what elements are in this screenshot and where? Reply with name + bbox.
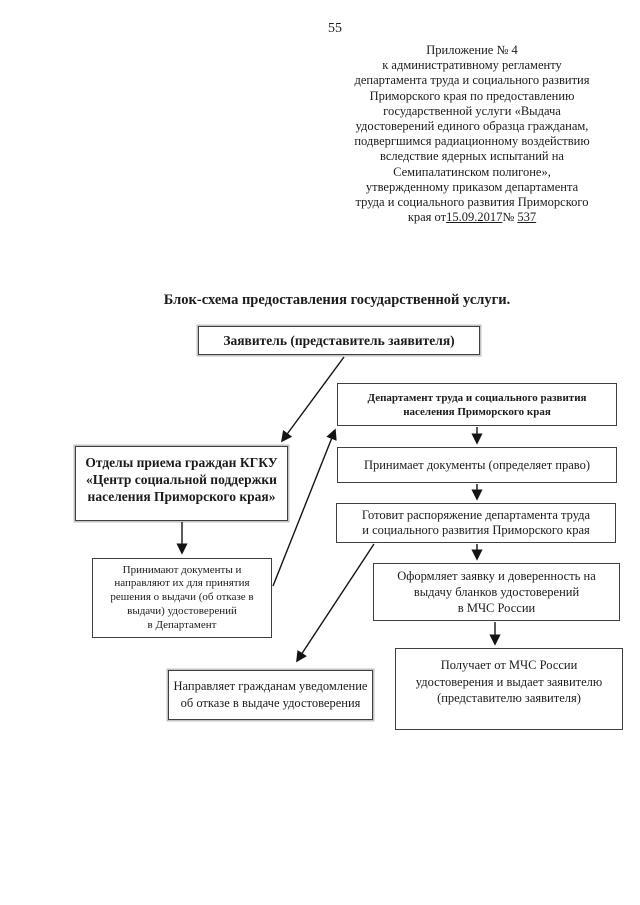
header-line: утвержденному приказом департамента: [365, 179, 579, 194]
order-number: 537: [517, 210, 537, 225]
node-refusal-notice-label: Направляет гражданам уведомление об отка…: [173, 679, 368, 710]
node-department-label: Департамент труда и социального развития…: [367, 391, 587, 418]
node-applicant-label: Заявитель (представитель заявителя): [223, 332, 455, 348]
node-applicant: Заявитель (представитель заявителя): [198, 326, 480, 355]
node-prepares-order: Готовит распоряжение департамента труда …: [336, 503, 616, 543]
header-last-line: края от15.09.2017№ 537: [328, 210, 616, 225]
node-kgku-label: Отделы приема граждан КГКУ «Центр социал…: [85, 455, 278, 504]
node-receives-issues-label: Получает от МЧС России удостоверения и в…: [415, 658, 603, 705]
header-line: к административному регламенту: [382, 58, 562, 73]
node-forward-documents-label: Принимают документы и направляют их для …: [110, 563, 254, 631]
node-accepts-documents: Принимает документы (определяет право): [337, 447, 617, 483]
arrow-prepares-to-refusal: [296, 543, 375, 663]
order-prefix: края от: [407, 210, 447, 225]
header-line: Семипалатинском полигоне»,: [393, 164, 551, 179]
node-refusal-notice: Направляет гражданам уведомление об отка…: [168, 670, 373, 720]
node-prepares-order-label: Готовит распоряжение департамента труда …: [361, 507, 591, 538]
node-application-power-label: Оформляет заявку и доверенность на выдач…: [397, 569, 596, 615]
header-line: Приложение № 4: [426, 43, 518, 57]
arrow-applicant-to-kgku: [281, 356, 345, 443]
header-line: Приморского края по предоставлению: [369, 88, 575, 103]
order-number-sign: №: [502, 210, 518, 225]
header-line: вследствие ядерных испытаний на: [380, 149, 564, 164]
node-forward-documents: Принимают документы и направляют их для …: [92, 558, 272, 638]
header-line: департамента труда и социального развити…: [354, 73, 590, 88]
node-application-power: Оформляет заявку и доверенность на выдач…: [373, 563, 620, 621]
header-line: удостоверений единого образца гражданам,: [355, 119, 589, 134]
header-line: подвергшимся радиационному воздействию: [354, 134, 590, 149]
order-date: 15.09.2017: [446, 210, 503, 225]
header-line: государственной услуги «Выдача: [383, 103, 561, 118]
node-department: Департамент труда и социального развития…: [337, 383, 617, 426]
diagram-title: Блок-схема предоставления государственно…: [163, 292, 511, 308]
node-kgku-reception: Отделы приема граждан КГКУ «Центр социал…: [75, 446, 288, 521]
appendix-header: Приложение № 4 к административному регла…: [328, 43, 616, 225]
node-receives-issues: Получает от МЧС России удостоверения и в…: [395, 648, 623, 730]
node-accepts-documents-label: Принимает документы (определяет право): [363, 457, 591, 472]
page-number: 55: [328, 21, 342, 36]
header-line: труда и социального развития Приморского: [355, 195, 589, 210]
